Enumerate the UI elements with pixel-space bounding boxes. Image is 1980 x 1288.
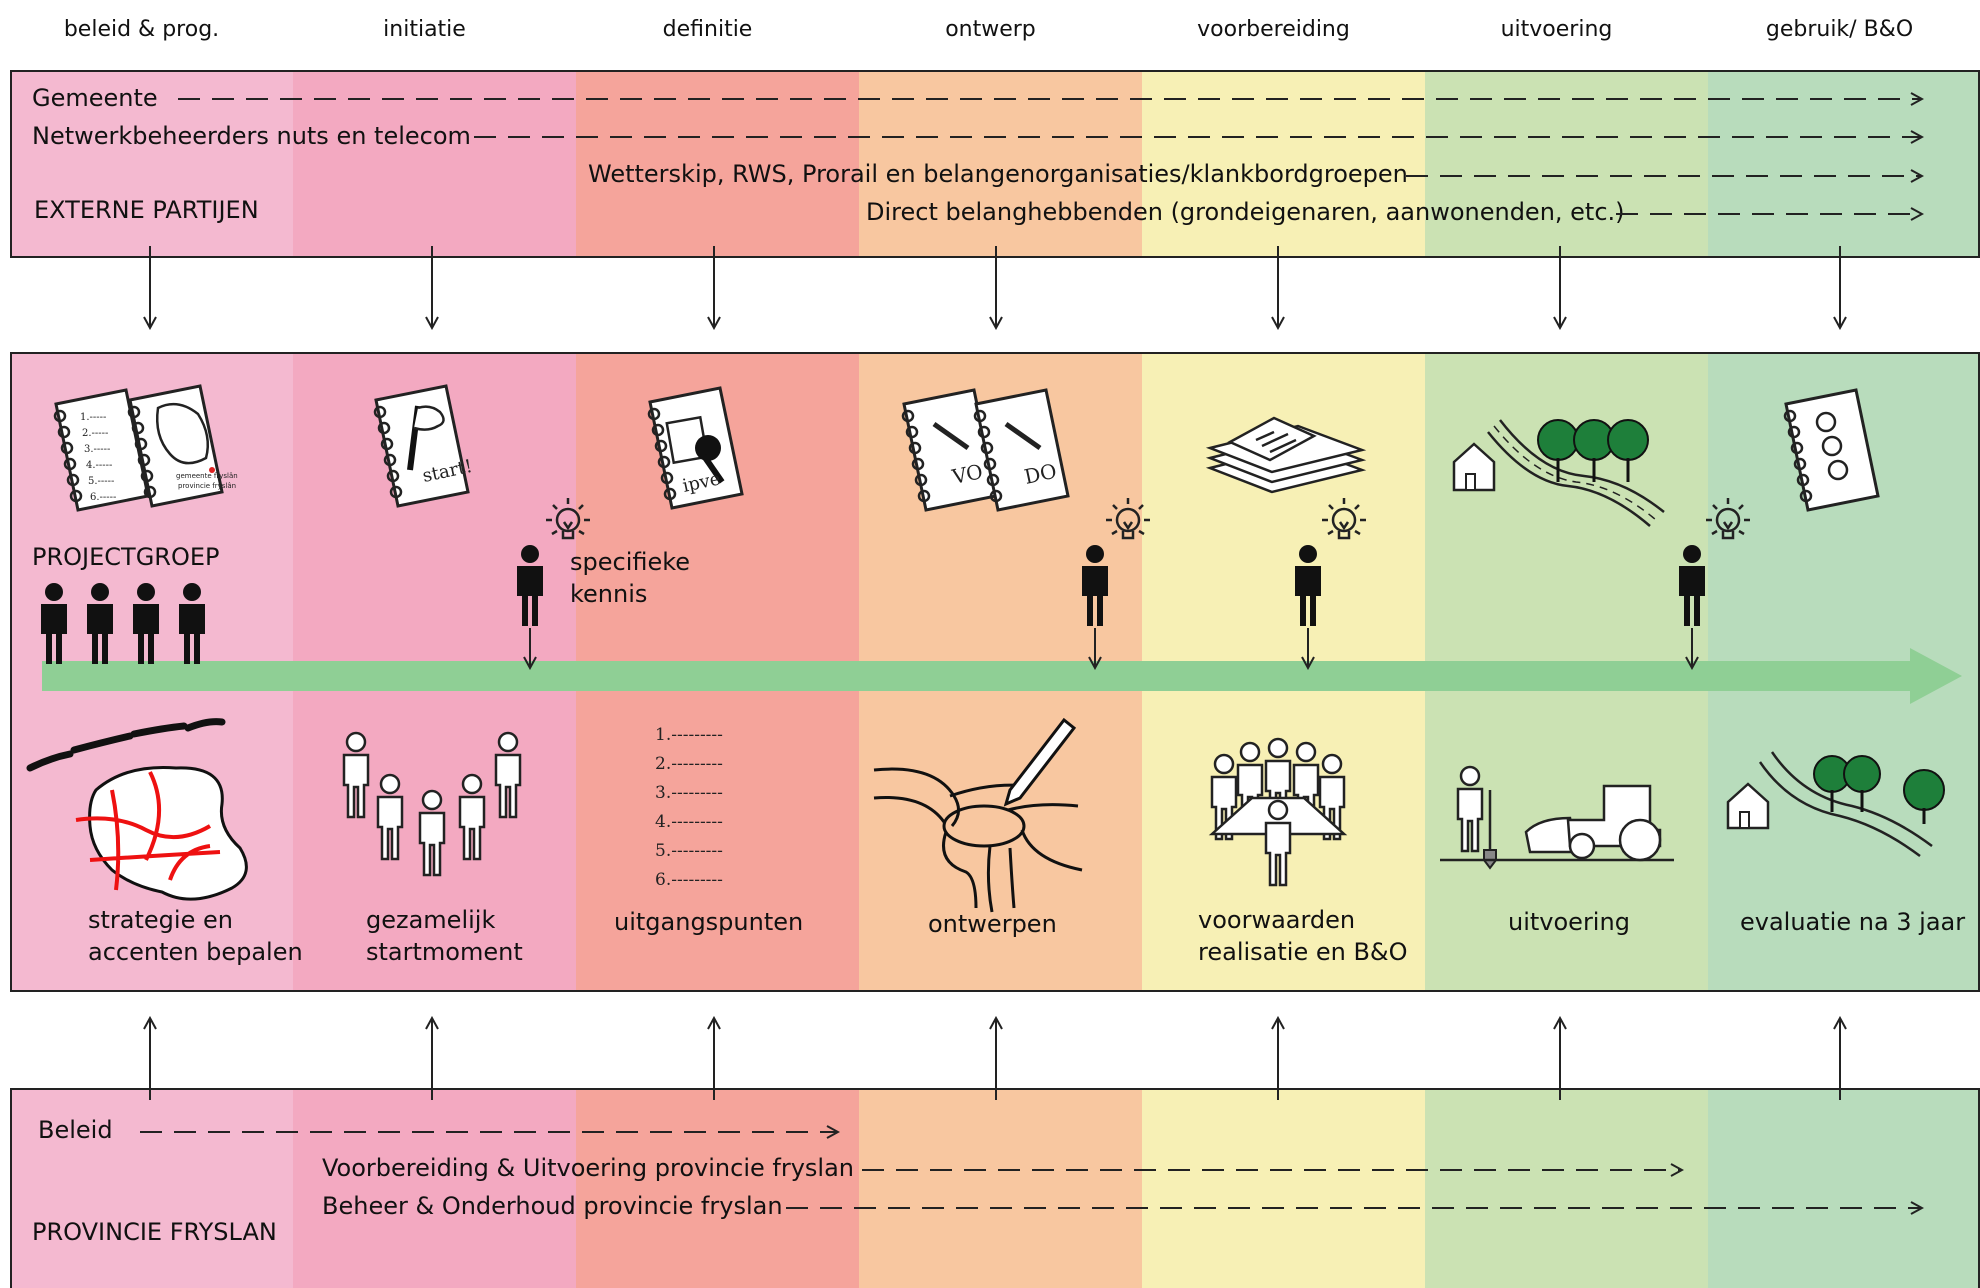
project-group-panel [10,352,1980,992]
phase-initiatie: initiatie [383,16,466,42]
down-arrows [150,246,1840,328]
external-title: EXTERNE PARTIJEN [34,196,259,224]
province-row-voorbereiding: Voorbereiding & Uitvoering provincie fry… [322,1154,854,1182]
external-row-gemeente: Gemeente [32,84,158,112]
phase-gebruik: gebruik/ B&O [1765,16,1914,42]
phase-beleid: beleid & prog. [63,16,220,42]
province-row-beheer: Beheer & Onderhoud provincie fryslan [322,1192,783,1220]
province-row-beleid: Beleid [38,1116,113,1144]
phase-uitvoering: uitvoering [1500,16,1613,42]
phase-definitie: definitie [662,16,753,42]
project-group-title: PROJECTGROEP [32,543,220,571]
step-ontwerpen: ontwerpen [928,910,1057,938]
external-row-belanghebbenden: Direct belanghebbenden (grondeigenaren, … [866,198,1625,226]
phase-ontwerp: ontwerp [945,16,1036,42]
step-evaluatie: evaluatie na 3 jaar [1740,908,1966,936]
step-uitgangspunten: uitgangspunten [614,908,804,936]
external-row-wetterskip: Wetterskip, RWS, Prorail en belangenorga… [588,160,1408,188]
phase-voorbereiding: voorbereiding [1197,16,1350,42]
province-panel [10,1088,1980,1288]
province-title: PROVINCIE FRYSLAN [32,1218,277,1246]
external-row-netwerk: Netwerkbeheerders nuts en telecom [32,122,471,150]
step-uitvoering: uitvoering [1508,908,1630,936]
